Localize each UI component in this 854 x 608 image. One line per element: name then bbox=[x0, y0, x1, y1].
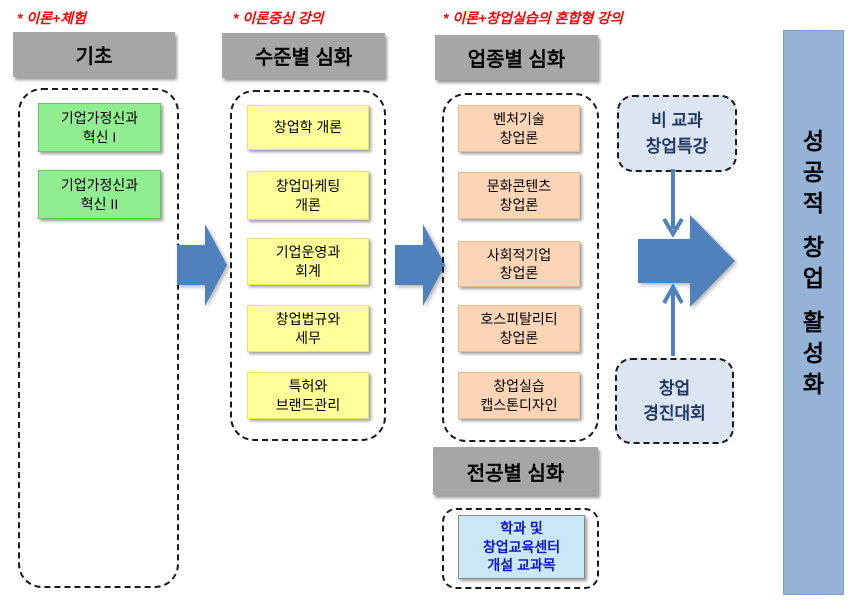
course-box: 특허와 브랜드관리 bbox=[247, 372, 369, 419]
course-box: 기업가정신과 혁신 II bbox=[38, 170, 161, 219]
course-box: 문화콘텐츠 창업론 bbox=[458, 172, 580, 219]
course-box: 창업실습 캡스톤디자인 bbox=[458, 372, 580, 419]
course-box: 창업법규와 세무 bbox=[247, 305, 369, 352]
course-box: 기업운영과 회계 bbox=[247, 238, 369, 285]
arrow-up-icon bbox=[662, 284, 684, 356]
course-box: 호스피탈리티 창업론 bbox=[458, 305, 580, 352]
arrow-to-goal-icon bbox=[638, 215, 735, 307]
course-box: 사회적기업 창업론 bbox=[458, 241, 580, 287]
header-basic: 기초 bbox=[13, 32, 175, 77]
group-basic bbox=[18, 88, 179, 588]
note-basic: * 이론+체험 bbox=[17, 10, 87, 26]
group-level bbox=[230, 90, 386, 441]
arrow-basic-to-level-icon bbox=[177, 224, 227, 306]
arrow-level-to-industry-icon bbox=[395, 224, 445, 306]
note-level: * 이론중심 강의 bbox=[233, 10, 324, 26]
header-level: 수준별 심화 bbox=[222, 33, 385, 78]
group-major bbox=[442, 508, 599, 589]
arrow-down-icon bbox=[662, 169, 684, 237]
competition-box: 창업 경진대회 bbox=[615, 358, 734, 444]
course-box: 벤처기술 창업론 bbox=[458, 105, 580, 152]
course-box: 창업마케팅 개론 bbox=[247, 171, 369, 220]
course-box: 학과 및 창업교육센터 개설 교과목 bbox=[458, 515, 585, 579]
group-industry bbox=[442, 93, 599, 442]
course-box: 창업학 개론 bbox=[247, 105, 369, 150]
course-box: 기업가정신과 혁신 I bbox=[38, 103, 161, 152]
special-lecture-box: 비 교과 창업특강 bbox=[617, 95, 737, 172]
note-industry: * 이론+창업실습의 혼합형 강의 bbox=[443, 10, 623, 26]
header-industry: 업종별 심화 bbox=[435, 35, 598, 80]
header-major: 전공별 심화 bbox=[433, 447, 598, 495]
